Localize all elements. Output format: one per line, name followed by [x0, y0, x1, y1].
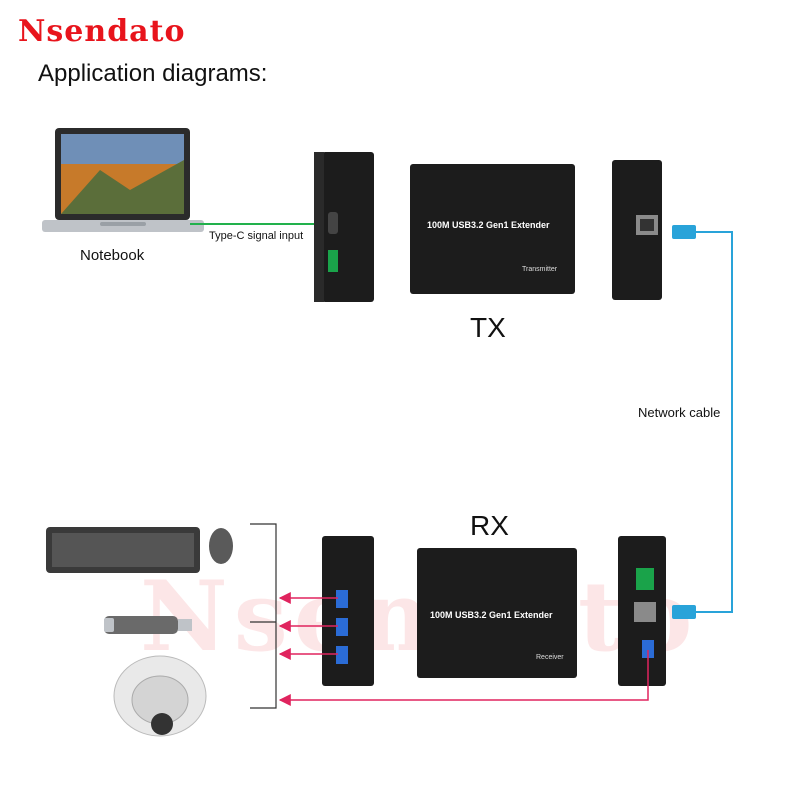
notebook-icon: [42, 128, 204, 232]
transmitter-box: [410, 164, 575, 294]
diagram-title: Application diagrams:: [38, 60, 268, 87]
rx-box-sub: Receiver: [536, 654, 564, 661]
rx-box-title: 100M USB3.2 Gen1 Extender: [430, 610, 553, 620]
tx-box-sub: Transmitter: [522, 266, 558, 273]
tx-box-title: 100M USB3.2 Gen1 Extender: [427, 220, 550, 230]
rx-label: RX: [470, 510, 509, 541]
tx-label: TX: [470, 312, 506, 343]
receiver-box: [417, 548, 577, 678]
network-cable-label: Network cable: [638, 405, 721, 420]
brand-watermark: Nsendato: [140, 560, 698, 673]
device-bracket: [250, 523, 277, 709]
tx-side-panel-right: [612, 160, 662, 300]
tx-side-panel-left: [314, 152, 374, 302]
typec-label: Type-C signal input: [209, 230, 304, 242]
usb-drive-icon: [104, 616, 192, 634]
usb-arrow-4: [278, 650, 649, 706]
mouse-icon: [209, 528, 233, 564]
brand-logo: Nsendato: [18, 14, 186, 49]
keyboard-icon: [46, 527, 200, 573]
rx-side-panel-right: [618, 536, 666, 686]
notebook-label: Notebook: [80, 247, 145, 264]
network-cable: [672, 225, 733, 619]
rx-side-panel-left: [322, 536, 374, 686]
camera-icon: [113, 655, 207, 737]
